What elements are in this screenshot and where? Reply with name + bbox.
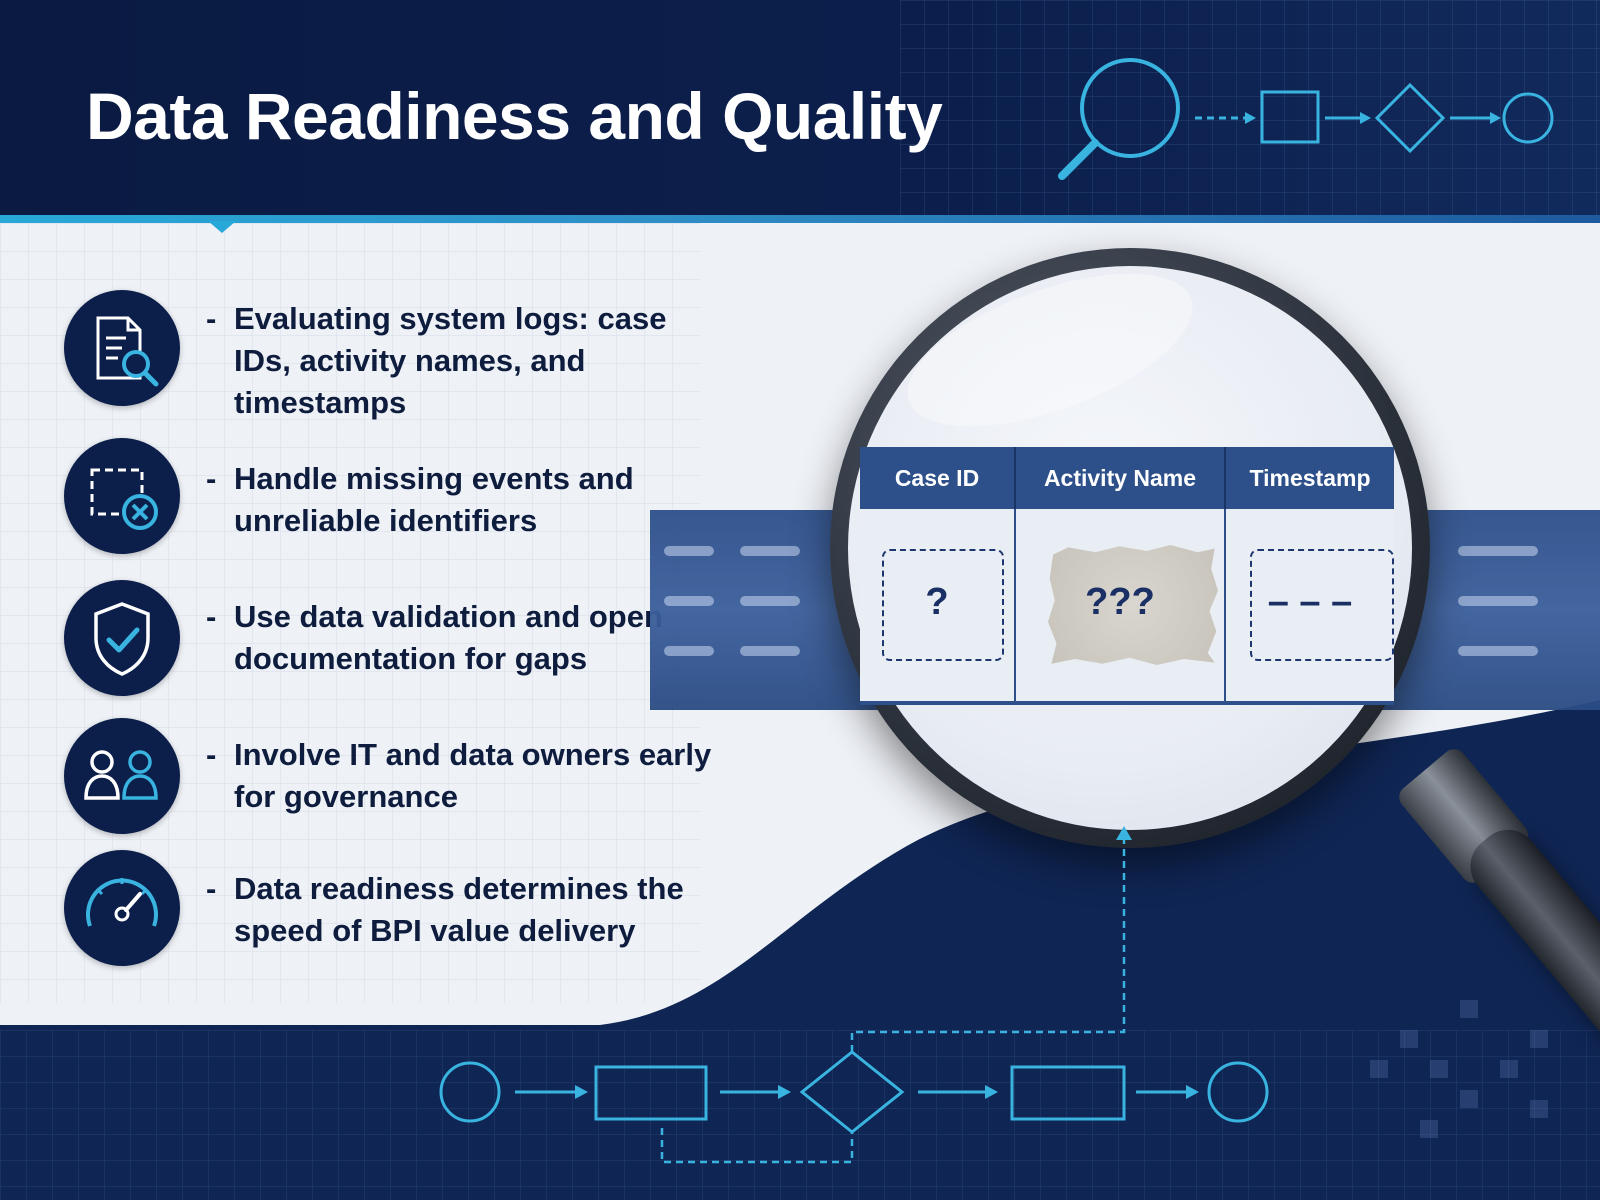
table-header-activity-name: Activity Name [1016, 447, 1226, 509]
process-box-icon [1010, 1065, 1126, 1121]
header-process-diagram [1058, 58, 1554, 180]
missing-box-icon [64, 438, 180, 554]
decision-diamond-icon [1374, 82, 1446, 154]
bullet-text: Handle missing events and unreliable ide… [234, 461, 634, 538]
header-grid-pattern [900, 0, 1600, 215]
cell-value: ? [925, 581, 949, 623]
page-title: Data Readiness and Quality [86, 79, 943, 153]
table-cell-timestamp: – – – [1226, 509, 1394, 705]
cell-value: – – – [1267, 581, 1353, 623]
speedometer-icon [64, 850, 180, 966]
bullet-text: Use data validation and open documentati… [234, 599, 663, 676]
header-accent-rule [0, 215, 1600, 223]
placeholder-row [1458, 546, 1538, 556]
end-node-icon [1207, 1061, 1269, 1123]
header-notch [208, 221, 236, 233]
placeholder-row [1458, 646, 1538, 656]
process-box-icon [594, 1065, 708, 1121]
loop-connector [660, 1128, 854, 1164]
process-box-icon [1260, 90, 1320, 144]
shield-check-icon [64, 580, 180, 696]
bullet-dash: - [206, 599, 217, 634]
magnifier-icon [1058, 58, 1180, 180]
cell-value: ??? [1085, 581, 1155, 623]
bullet-dash: - [206, 461, 217, 496]
start-node-icon [439, 1061, 501, 1123]
placeholder-row [740, 546, 800, 556]
table-header-timestamp: Timestamp [1226, 447, 1394, 509]
bullet-dash: - [206, 301, 217, 336]
table-header-case-id: Case ID [860, 447, 1016, 509]
missing-value-box [1250, 549, 1394, 661]
header-bar: Data Readiness and Quality [0, 0, 1600, 215]
document-search-icon [64, 290, 180, 406]
missing-value-box [882, 549, 1004, 661]
users-icon [64, 718, 180, 834]
table-cell-case-id: ? [860, 509, 1016, 705]
bullet-dash: - [206, 871, 217, 906]
decision-diamond-icon [799, 1050, 905, 1134]
placeholder-row [740, 596, 800, 606]
bullet-text: Evaluating system logs: case IDs, activi… [234, 301, 667, 420]
placeholder-row [664, 596, 714, 606]
bottom-grid-pattern [0, 1030, 1600, 1200]
placeholder-row [1458, 596, 1538, 606]
bullet-text: Involve IT and data owners early for gov… [234, 737, 712, 814]
bullet-text: Data readiness determines the speed of B… [234, 871, 684, 948]
pixel-decoration [1370, 1000, 1548, 1138]
placeholder-row [664, 646, 714, 656]
bullet-dash: - [206, 737, 217, 772]
inspect-connector [850, 840, 1126, 1052]
end-node-icon [1502, 92, 1554, 144]
placeholder-row [664, 546, 714, 556]
torn-paper-icon [1048, 545, 1218, 665]
placeholder-row [740, 646, 800, 656]
